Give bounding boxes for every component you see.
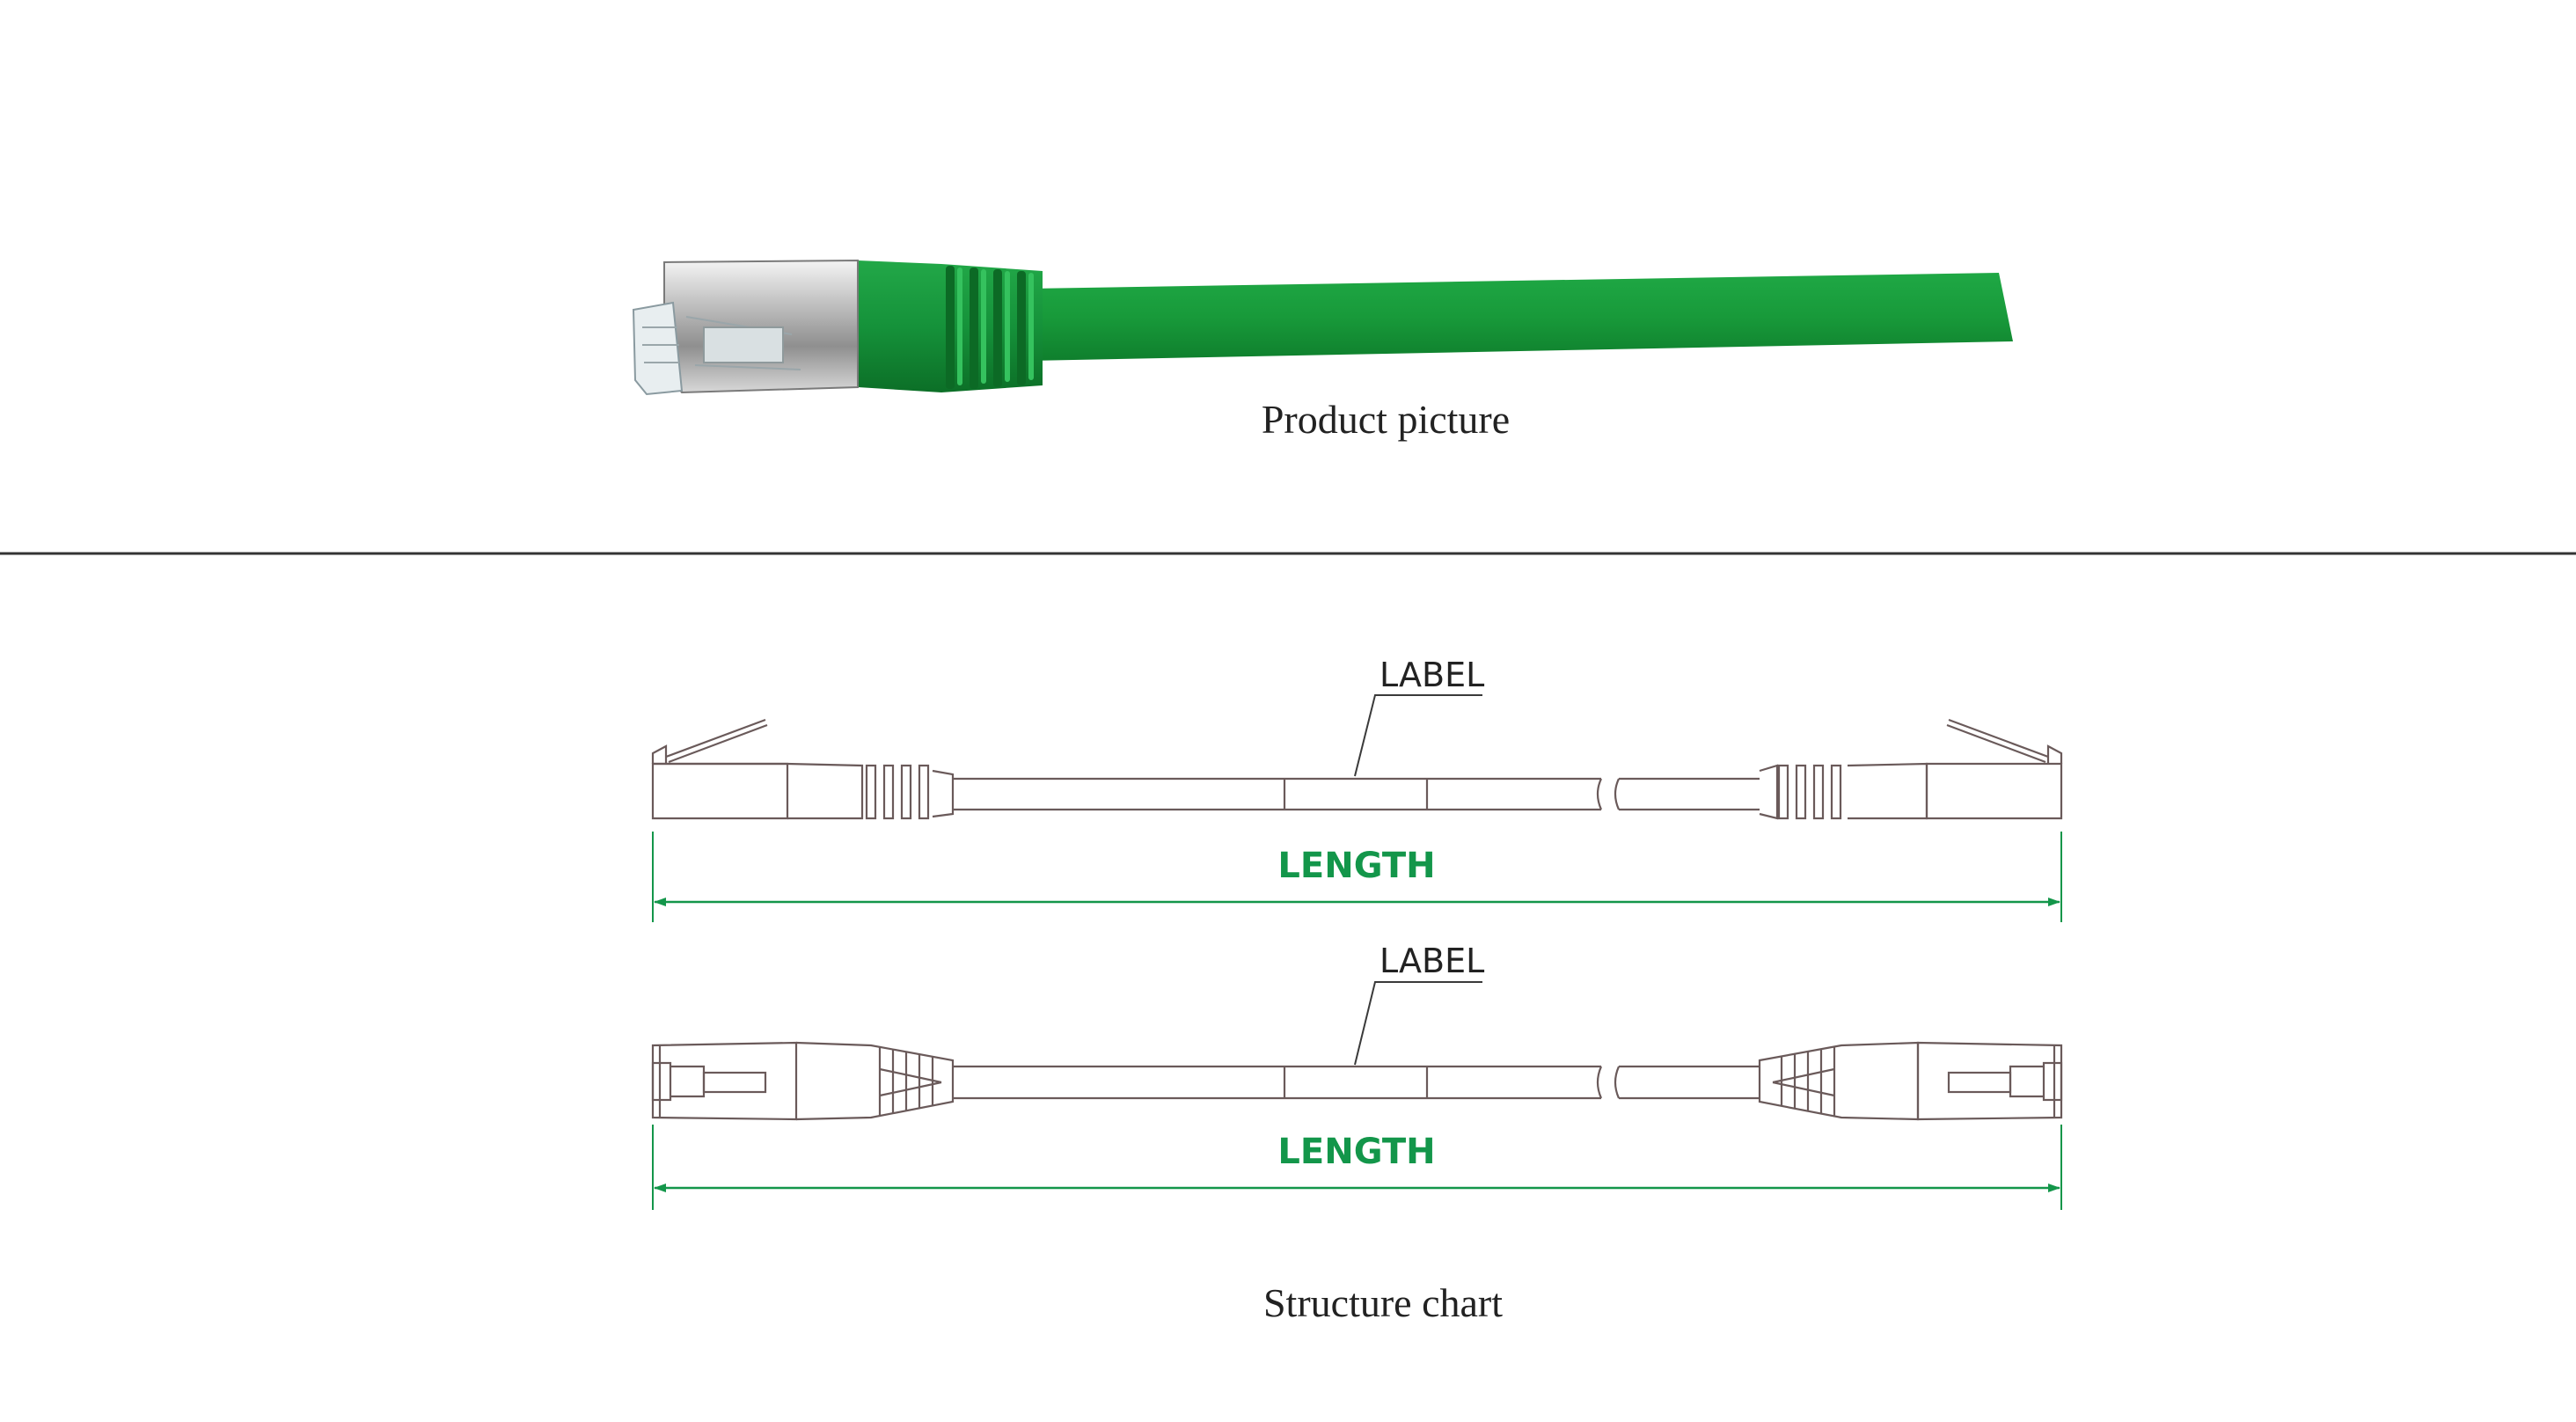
green-cable [1029,273,2013,361]
side-length-text: LENGTH [1277,846,1435,886]
top-label-text: LABEL [1379,942,1484,980]
plug-contacts [642,316,801,370]
left-boot-ribs [865,764,955,820]
top-length-text: LENGTH [1277,1132,1435,1172]
top-view-drawing [651,1041,2063,1121]
side-view-drawing [651,718,2063,820]
top-length-dimension: LENGTH [652,1125,2062,1210]
top-label-callout: LABEL [1354,942,1484,1066]
boot-ribs [946,266,1026,389]
side-length-dimension: LENGTH [652,832,2062,922]
right-top-boot-ribs [1772,1047,1836,1116]
right-boot-ribs [1777,764,1842,820]
structure-caption: Structure chart [1263,1280,1503,1325]
boot-rib-highlights [957,268,1034,385]
side-label-text: LABEL [1379,656,1484,694]
product-caption: Product picture [1262,397,1510,442]
product-photo [632,259,2013,396]
rj45-plug-icon [632,301,684,396]
left-top-boot-ribs [878,1047,942,1116]
side-label-callout: LABEL [1354,656,1484,777]
